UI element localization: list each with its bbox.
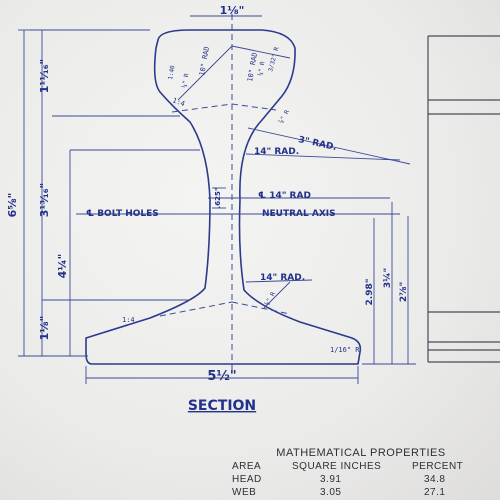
web-thickness-label: .625" bbox=[214, 188, 222, 209]
rad-small-leader bbox=[263, 281, 291, 309]
rad-10-left-label: 10" RAD bbox=[198, 46, 211, 76]
dim-right-1: 2.98" bbox=[365, 279, 375, 306]
rad-14-lower-label: 14" RAD. bbox=[260, 273, 305, 283]
col-area: AREA bbox=[232, 461, 261, 472]
height-total-label: 6⅝" bbox=[6, 193, 19, 218]
head-dash-left bbox=[171, 103, 233, 113]
properties-table: MATHEMATICAL PROPERTIES AREA SQUARE INCH… bbox=[232, 447, 463, 498]
head-depth-label: 1¹¹⁄₁₆" bbox=[38, 59, 51, 94]
base-width-label: 5½" bbox=[207, 369, 236, 384]
rad-small-2-label: ⅛" R bbox=[264, 291, 277, 307]
base-depth-label: 1⅛" bbox=[38, 316, 51, 341]
neutral-axis-label: NEUTRAL AXIS bbox=[262, 209, 336, 219]
rail-profile-outline bbox=[85, 29, 362, 365]
dim-right-3: 2⅞" bbox=[399, 282, 409, 302]
head-width-label: 1⅛" bbox=[220, 4, 245, 17]
section-title: SECTION bbox=[188, 398, 256, 414]
rad-14-upper-label: 14" RAD. bbox=[254, 147, 299, 157]
row-head-name: HEAD bbox=[232, 474, 262, 485]
dim-right-2: 3¼" bbox=[382, 268, 393, 288]
height-lower-label: 4¼" bbox=[56, 254, 69, 279]
rad-14-cl-label: ℄ 14" RAD bbox=[258, 191, 311, 201]
row-head-pct: 34.8 bbox=[424, 474, 445, 485]
rad-small-1-label: ⅞" R bbox=[278, 109, 291, 125]
rad-3-leader bbox=[247, 127, 411, 165]
col-square-inches: SQUARE INCHES bbox=[292, 461, 381, 472]
left-dimensions bbox=[18, 29, 200, 357]
rad-14-lower-leader bbox=[245, 279, 313, 283]
rad-3-32-label: 3/32" R bbox=[267, 46, 280, 73]
rad-1-16-label: 1/16" R bbox=[330, 346, 360, 354]
side-table-frame bbox=[427, 35, 500, 363]
slope-1-4-upper-label: 1:4 bbox=[171, 96, 186, 108]
bolt-holes-label: ℄ BOLT HOLES bbox=[86, 209, 159, 219]
col-percent: PERCENT bbox=[412, 461, 463, 472]
rad-10-left-leader bbox=[177, 45, 233, 101]
row-web-name: WEB bbox=[232, 487, 256, 498]
properties-title: MATHEMATICAL PROPERTIES bbox=[276, 447, 445, 459]
rad-10-right-leader bbox=[231, 45, 291, 59]
base-dash-left bbox=[159, 301, 233, 317]
row-web-sqin: 3.05 bbox=[320, 487, 341, 498]
rad-14-upper-leader bbox=[245, 153, 401, 161]
height-upper-label: 3¹³⁄₁₆" bbox=[38, 183, 51, 218]
row-web-pct: 27.1 bbox=[424, 487, 445, 498]
rad-quarter-right-label: ¼" R bbox=[257, 61, 266, 77]
head-dash-right bbox=[231, 103, 277, 111]
rad-10-right-label: 10" RAD bbox=[246, 52, 259, 82]
row-head-sqin: 3.91 bbox=[320, 474, 341, 485]
rad-quarter-left-label: ¼" R bbox=[181, 73, 190, 89]
slope-1-4-lower-label: 1:4 bbox=[122, 316, 135, 324]
rad-3-label: 3" RAD. bbox=[297, 135, 337, 153]
right-dimensions bbox=[362, 202, 416, 365]
slope-1-40-label: 1:40 bbox=[167, 65, 176, 81]
